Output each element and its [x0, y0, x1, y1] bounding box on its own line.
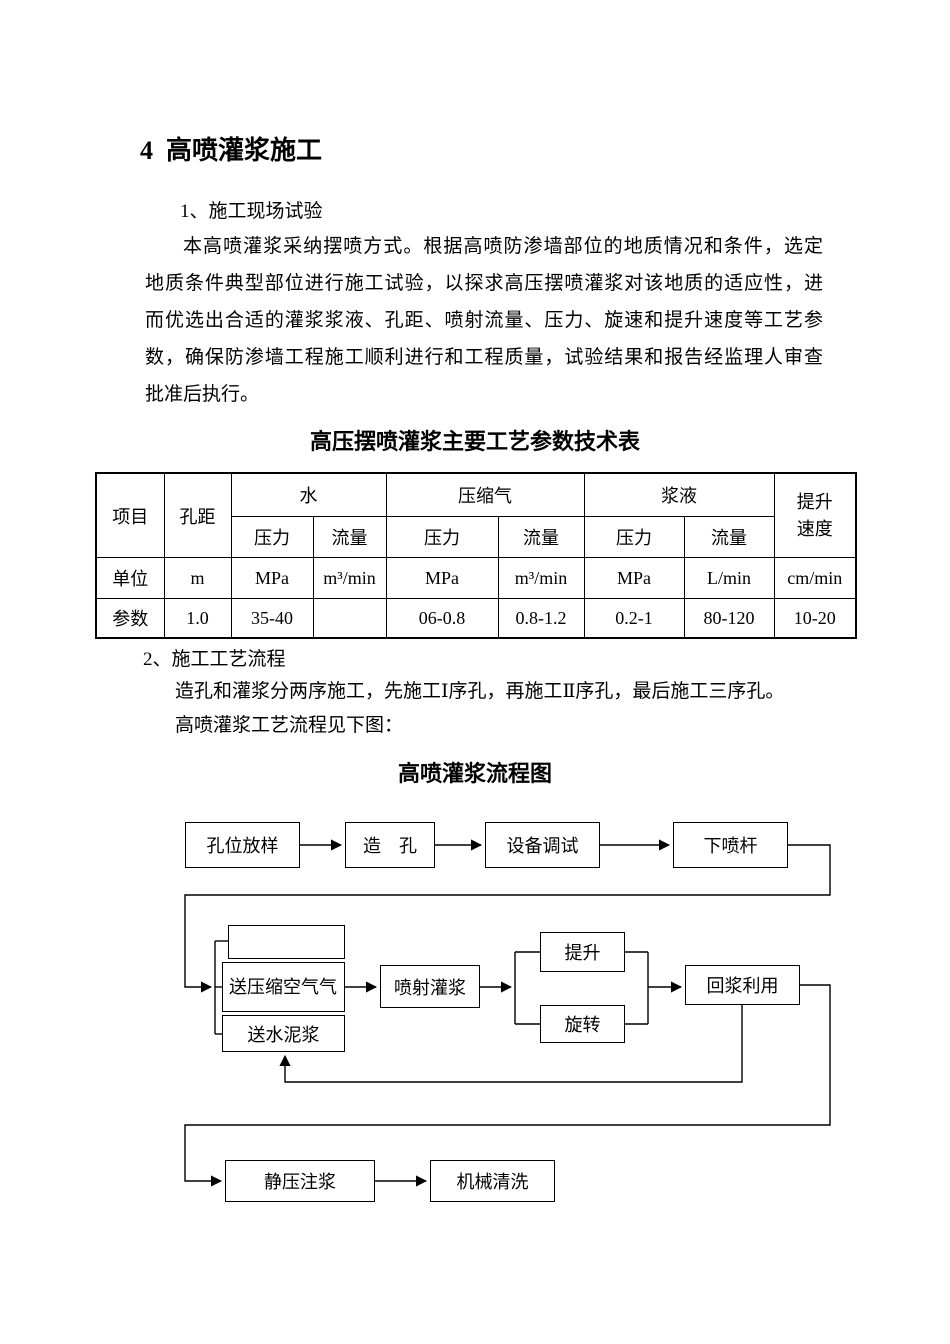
flowchart-title: 高喷灌浆流程图: [397, 761, 552, 786]
th-water-flow: 流量: [312, 516, 387, 558]
table-cell: 0.8-1.2: [497, 598, 585, 639]
paragraph-line: 批准后执行。: [145, 384, 260, 405]
flow-box-send-compressed-air: 送压缩空气气: [222, 962, 345, 1012]
th-air-pressure: 压力: [385, 516, 499, 558]
parameters-table-wrap: 项目 孔距 水 压缩气 浆液 提升速度 压力 流量 压力 流量 压力 流量 单位…: [95, 472, 857, 639]
flow-box-slurry-reuse: 回浆利用: [685, 965, 800, 1005]
param-row-label: 参数: [95, 598, 165, 639]
paragraph-line: 本高喷灌浆采纳摆喷方式。根据高喷防渗墙部位的地质情况和条件，选定: [183, 236, 823, 257]
flow-box-lower-jet-pipe: 下喷杆: [673, 822, 788, 868]
th-lift-speed: 提升速度: [773, 472, 857, 558]
flow-box-empty: [228, 925, 345, 959]
flow-box-jet-grouting: 喷射灌浆: [380, 965, 480, 1008]
table-cell: [312, 598, 387, 639]
th-slurry: 浆液: [583, 472, 775, 517]
table-cell: cm/min: [773, 557, 857, 599]
th-lift-speed-text: 提升速度: [796, 491, 833, 539]
table-cell: MPa: [583, 557, 685, 599]
table-cell: 80-120: [683, 598, 775, 639]
table-cell: 06-0.8: [385, 598, 499, 639]
unit-row-label: 单位: [95, 557, 165, 599]
paragraph-line: 而优选出合适的灌浆浆液、孔距、喷射流量、压力、旋速和提升速度等工艺参: [145, 310, 823, 331]
th-water: 水: [230, 472, 387, 517]
connector-recirculation: [279, 1005, 743, 1083]
flowchart: 孔位放样 造 孔 设备调试 下喷杆 送压缩空气气 送水泥浆 喷射灌浆 提升 旋转…: [0, 800, 950, 1240]
table-title: 高压摆喷灌浆主要工艺参数技术表: [309, 429, 640, 454]
flow-box-static-grouting: 静压注浆: [225, 1160, 375, 1202]
flow-box-send-cement-slurry: 送水泥浆: [222, 1015, 345, 1052]
section2-line1: 造孔和灌浆分两序施工，先施工Ⅰ序孔，再施工Ⅱ序孔，最后施工三序孔。: [175, 681, 785, 702]
flow-box-machine-cleaning: 机械清洗: [430, 1160, 555, 1202]
paragraph-line: 数，确保防渗墙工程施工顺利进行和工程质量，试验结果和报告经监理人审查: [145, 347, 823, 368]
connector-b11-b12: [184, 984, 831, 1187]
table-cell: L/min: [683, 557, 775, 599]
flow-box-drilling: 造 孔: [345, 822, 435, 868]
th-air-flow: 流量: [497, 516, 585, 558]
table-cell: 10-20: [773, 598, 857, 639]
parameters-table: 项目 孔距 水 压缩气 浆液 提升速度 压力 流量 压力 流量 压力 流量 单位…: [95, 472, 857, 639]
th-compressed-air: 压缩气: [385, 472, 585, 517]
doc-heading: 4 高喷灌浆施工: [140, 136, 323, 165]
table-cell: 0.2-1: [583, 598, 685, 639]
th-water-pressure: 压力: [230, 516, 314, 558]
table-cell: MPa: [385, 557, 499, 599]
th-slurry-pressure: 压力: [583, 516, 685, 558]
section1-label: 1、施工现场试验: [180, 201, 323, 222]
table-cell: m: [163, 557, 232, 599]
th-hole-spacing: 孔距: [163, 472, 232, 558]
section2-line2: 高喷灌浆工艺流程见下图：: [175, 715, 404, 736]
section1-paragraph: 本高喷灌浆采纳摆喷方式。根据高喷防渗墙部位的地质情况和条件，选定 地质条件典型部…: [145, 228, 823, 413]
table-cell: m³/min: [312, 557, 387, 599]
table-cell: MPa: [230, 557, 314, 599]
connector-b4-to-feed: [184, 844, 831, 993]
th-item: 项目: [95, 472, 165, 558]
table-cell: m³/min: [497, 557, 585, 599]
th-slurry-flow: 流量: [683, 516, 775, 558]
paragraph-line: 地质条件典型部位进行施工试验，以探求高压摆喷灌浆对该地质的适应性，进: [145, 273, 823, 294]
table-cell: 1.0: [163, 598, 232, 639]
flow-box-lifting: 提升: [540, 932, 625, 972]
flow-box-equipment-test: 设备调试: [485, 822, 600, 868]
table-cell: 35-40: [230, 598, 314, 639]
flow-box-layout-holes: 孔位放样: [185, 822, 300, 868]
flow-box-rotating: 旋转: [540, 1005, 625, 1043]
section2-label: 2、施工工艺流程: [143, 649, 286, 670]
flow-connectors: [184, 839, 831, 1187]
